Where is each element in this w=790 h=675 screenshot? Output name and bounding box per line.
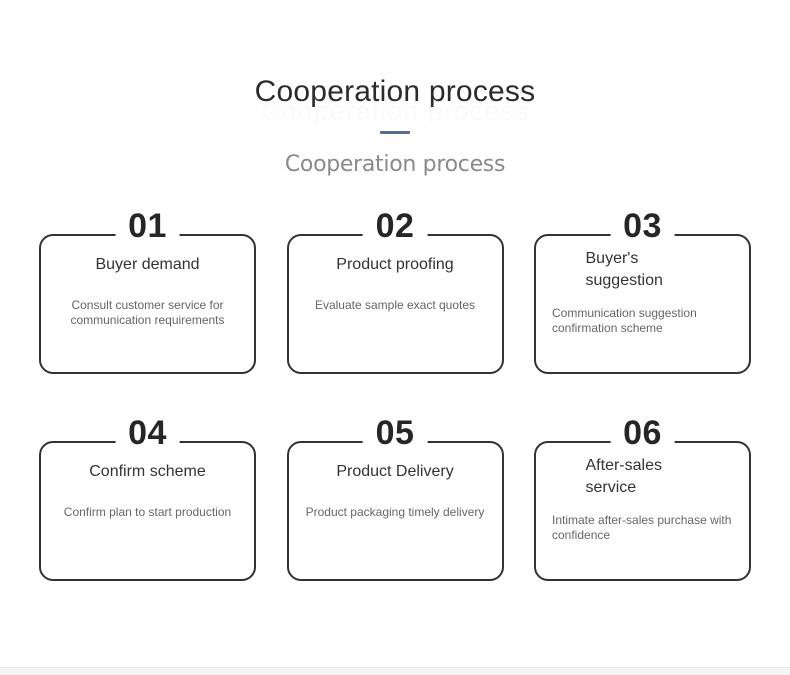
- card-body: Buyer's suggestion Communication suggest…: [536, 236, 749, 372]
- step-number: 06: [610, 411, 675, 455]
- card-title: Buyer demand: [95, 256, 200, 273]
- card-description: Product packaging timely delivery: [305, 505, 485, 519]
- step-number: 03: [610, 204, 675, 248]
- card-body: After-sales service Intimate after-sales…: [536, 443, 749, 579]
- process-card-grid: 01 Buyer demand Consult customer service…: [39, 180, 751, 626]
- card-title: Buyer's suggestion: [585, 250, 663, 289]
- process-card-02[interactable]: 02 Product proofing Evaluate sample exac…: [286, 204, 504, 374]
- card-description: Communication suggestion confirmation sc…: [552, 306, 697, 335]
- footer-divider: [0, 667, 790, 668]
- card-title: Confirm scheme: [89, 463, 206, 480]
- card-title: Product proofing: [336, 256, 454, 273]
- process-card-05[interactable]: 05 Product Delivery Product packaging ti…: [286, 411, 504, 581]
- card-description: Consult customer service for communicati…: [70, 298, 225, 327]
- page-subtitle: Cooperation process: [284, 152, 506, 177]
- process-card-01[interactable]: 01 Buyer demand Consult customer service…: [39, 204, 256, 374]
- page-header: Cooperation process Cooperation process: [0, 0, 790, 180]
- title-divider: [380, 131, 410, 134]
- card-description: Intimate after-sales purchase with confi…: [552, 513, 732, 542]
- card-title: After-sales service: [585, 457, 662, 496]
- page-title: Cooperation process: [254, 75, 536, 108]
- footer-band: [0, 668, 790, 675]
- step-number: 05: [362, 411, 428, 455]
- card-body: Confirm scheme Confirm plan to start pro…: [41, 443, 254, 579]
- process-card-04[interactable]: 04 Confirm scheme Confirm plan to start …: [39, 411, 256, 581]
- card-title: Product Delivery: [336, 463, 454, 480]
- card-body: Product proofing Evaluate sample exact q…: [289, 236, 502, 372]
- card-body: Product Delivery Product packaging timel…: [289, 443, 502, 579]
- card-body: Buyer demand Consult customer service fo…: [41, 236, 254, 372]
- step-number: 04: [115, 411, 180, 455]
- process-card-03[interactable]: 03 Buyer's suggestion Communication sugg…: [534, 204, 751, 374]
- step-number: 02: [362, 204, 428, 248]
- process-card-06[interactable]: 06 After-sales service Intimate after-sa…: [534, 411, 751, 581]
- card-description: Evaluate sample exact quotes: [314, 298, 476, 312]
- card-description: Confirm plan to start production: [63, 505, 232, 519]
- step-number: 01: [115, 204, 180, 248]
